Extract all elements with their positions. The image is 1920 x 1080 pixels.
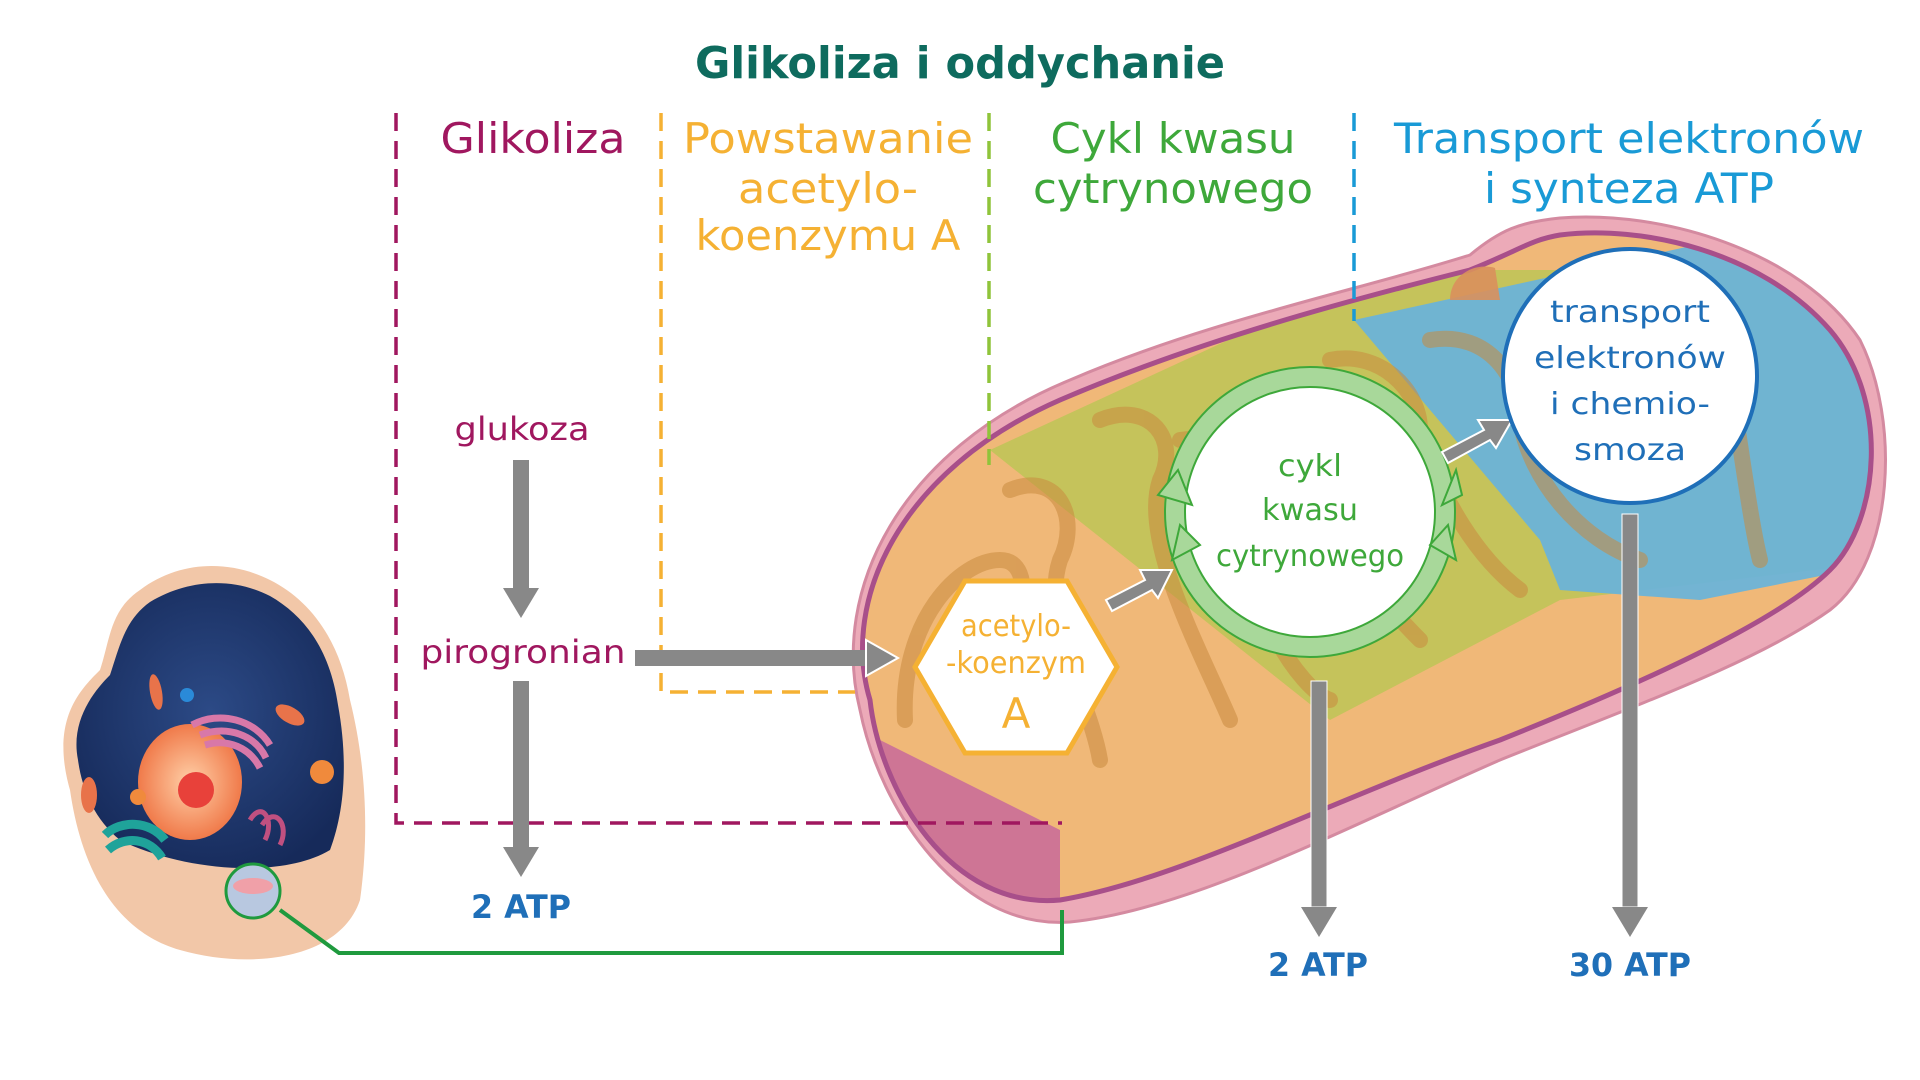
cycle-arrowhead-icon: [1156, 468, 1194, 507]
arrow-pyruvate-to-acetyl: [635, 638, 901, 678]
golgi: [190, 714, 273, 770]
arrow-krebs-to-atp: [1301, 680, 1337, 937]
electron-transport-line: i chemio-: [1550, 387, 1710, 422]
page-title: Glikoliza i oddychanie: [695, 38, 1225, 89]
cycle-arrowhead-icon: [1440, 466, 1464, 508]
stage-boundaries: [394, 113, 1356, 825]
glycolysis-atp-output: 2 ATP: [471, 888, 571, 926]
arrow-glucose-to-pyruvate: [503, 460, 539, 618]
stage-header-line: Powstawanie: [683, 114, 973, 163]
arrow-electron-to-atp: [1612, 513, 1648, 937]
acetyl-coa-line: -koenzym: [946, 646, 1086, 681]
arrow-pyruvate-to-atp: [503, 681, 539, 877]
krebs-cycle-ring: [1165, 367, 1455, 657]
cell-to-mitochondrion-connector: [278, 908, 1064, 955]
electron-transport-node: transport elektronów i chemio- smoza: [1501, 247, 1759, 505]
stage-header-acetyl: Powstawanie acetylo- koenzymu A: [683, 114, 973, 260]
cycle-arrowhead-icon: [1170, 523, 1202, 562]
stage-header-electron: Transport elektronów i synteza ATP: [1393, 114, 1864, 213]
krebs-cycle-line: cytrynowego: [1216, 539, 1404, 574]
stage-header-line: cytrynowego: [1033, 164, 1313, 213]
krebs-atp-output: 2 ATP: [1268, 946, 1368, 984]
stage-header-krebs: Cykl kwasu cytrynowego: [1033, 114, 1313, 213]
krebs-cycle-line: cykl: [1278, 449, 1342, 484]
electron-atp-output: 30 ATP: [1569, 946, 1691, 984]
acetyl-boundary: [659, 113, 855, 694]
electron-transport-line: smoza: [1574, 433, 1686, 468]
stage-header-line: i synteza ATP: [1484, 164, 1774, 213]
endoplasmic-reticulum: [101, 819, 169, 861]
electron-transport-line: transport: [1550, 295, 1710, 330]
acetyl-coa-node: acetylo- -koenzym A: [912, 578, 1120, 756]
stage-header-line: Glikoliza: [441, 114, 626, 163]
cell-illustration: [63, 566, 366, 960]
arrow-krebs-to-electron: [1440, 419, 1514, 465]
glucose-label: glukoza: [455, 410, 590, 448]
cycle-arrowhead-icon: [1428, 522, 1458, 563]
krebs-cycle-line: kwasu: [1262, 493, 1358, 528]
acetyl-coa-line: A: [1002, 689, 1031, 738]
stage-header-glycolysis: Glikoliza: [441, 114, 626, 163]
stage-header-line: koenzymu A: [696, 211, 961, 260]
pyruvate-label: pirogronian: [421, 633, 626, 671]
mitochondrion-inner-membrane: [860, 230, 1874, 904]
stage-header-line: Cykl kwasu: [1051, 114, 1296, 163]
krebs-cycle-node: cykl kwasu cytrynowego: [1156, 366, 1464, 658]
acetyl-coa-hexagon: [912, 578, 1120, 756]
acetyl-coa-line: acetylo-: [961, 609, 1071, 644]
electron-transport-circle: [1501, 247, 1759, 505]
stage-header-line: Transport elektronów: [1393, 114, 1864, 163]
arrow-acetyl-to-krebs: [1104, 569, 1174, 613]
nucleolus: [178, 772, 214, 808]
electron-transport-line: elektronów: [1534, 341, 1726, 376]
stage-header-line: acetylo-: [738, 164, 918, 213]
glycolysis-boundary: [394, 113, 1062, 825]
